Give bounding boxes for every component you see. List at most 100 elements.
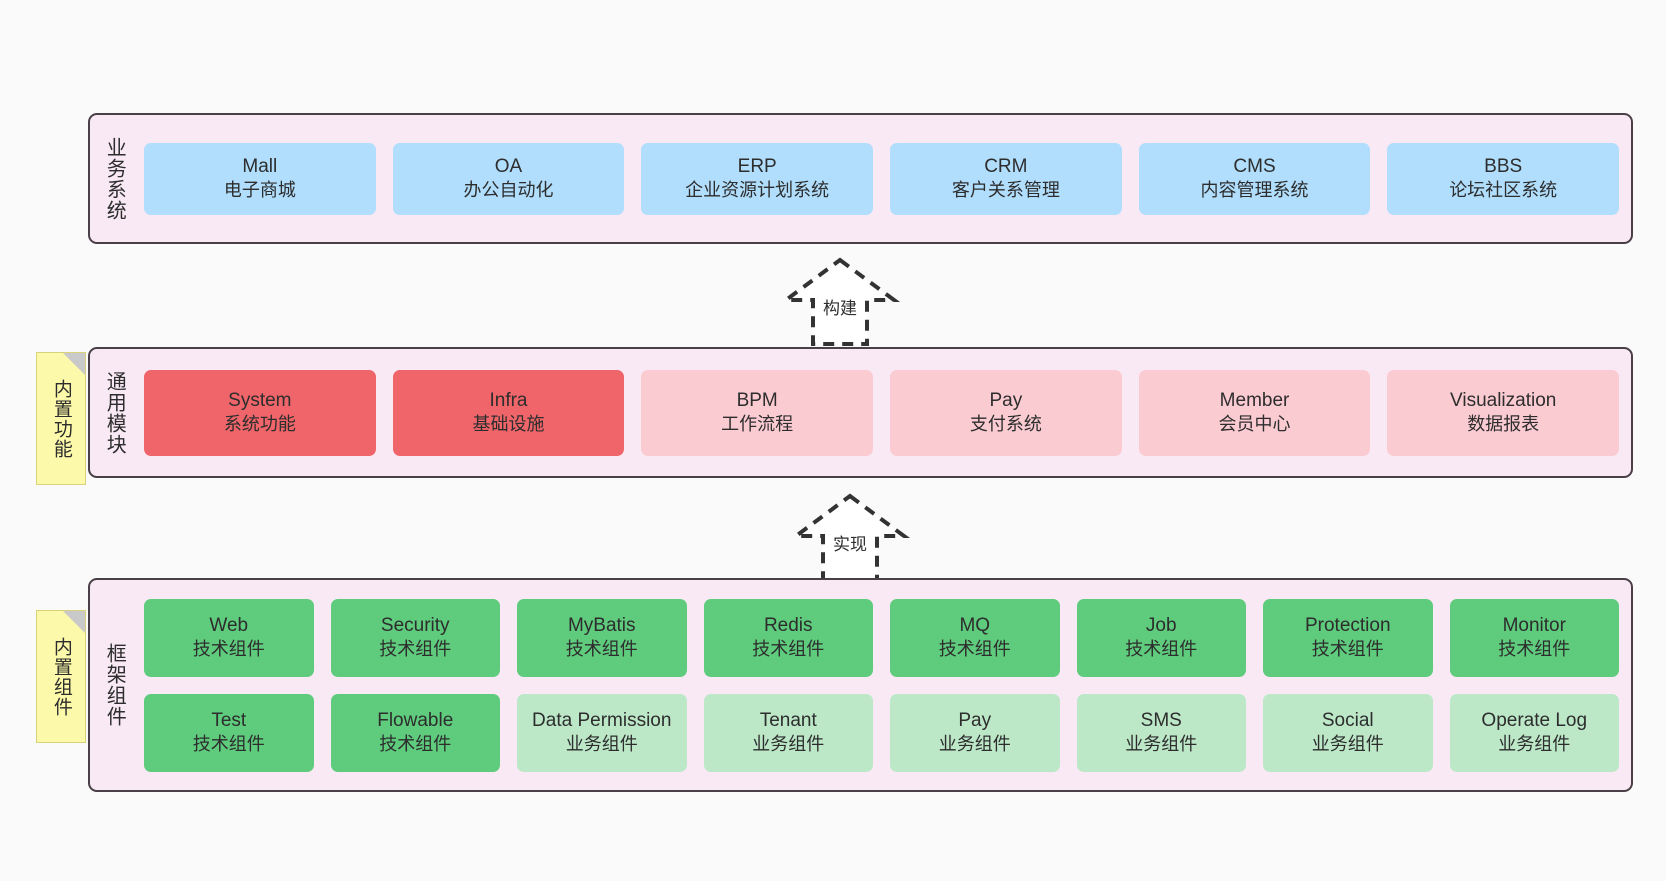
node-title: Flowable: [377, 709, 454, 731]
connector-label-build: 构建: [823, 299, 857, 318]
node-subtitle: 数据报表: [1467, 414, 1540, 435]
note-builtin-function[interactable]: 内置功能: [36, 352, 86, 485]
node-title: ERP: [737, 155, 777, 177]
note-label: 内置功能: [50, 378, 72, 459]
node-mq[interactable]: MQ 技术组件: [890, 598, 1060, 677]
node-subtitle: 基础设施: [472, 414, 545, 435]
node-pay-module[interactable]: Pay 支付系统: [890, 369, 1122, 456]
node-security[interactable]: Security 技术组件: [330, 598, 500, 677]
node-oa[interactable]: OA 办公自动化: [392, 142, 625, 215]
node-title: Member: [1219, 389, 1290, 411]
node-title: CRM: [984, 155, 1028, 177]
node-subtitle: 技术组件: [752, 639, 825, 660]
node-subtitle: 系统功能: [223, 414, 296, 435]
node-system[interactable]: System 系统功能: [144, 369, 376, 456]
layer-common-module[interactable]: 通用模块 System 系统功能 Infra 基础设施 BPM 工作流程 Pay…: [88, 347, 1633, 478]
node-subtitle: 企业资源计划系统: [685, 180, 830, 201]
node-title: BBS: [1484, 155, 1523, 177]
generalization-arrow-icon: [779, 257, 901, 346]
node-subtitle: 业务组件: [1125, 734, 1198, 755]
node-subtitle: 电子商城: [223, 180, 296, 201]
node-row: Mall 电子商城 OA 办公自动化 ERP 企业资源计划系统 CRM 客户关系…: [144, 142, 1620, 215]
node-web[interactable]: Web 技术组件: [144, 598, 314, 677]
node-subtitle: 内容管理系统: [1200, 180, 1309, 201]
node-subtitle: 办公自动化: [463, 180, 554, 201]
layer-framework-component[interactable]: 框架组件 Web 技术组件 Security 技术组件 MyBatis 技术组件…: [88, 578, 1633, 792]
node-erp[interactable]: ERP 企业资源计划系统: [641, 142, 874, 215]
layer-body-framework-component: Web 技术组件 Security 技术组件 MyBatis 技术组件 Redi…: [138, 580, 1631, 790]
node-subtitle: 技术组件: [379, 639, 452, 660]
note-builtin-component[interactable]: 内置组件: [36, 610, 86, 743]
node-title: Tenant: [759, 709, 817, 731]
node-title: System: [228, 389, 292, 411]
node-job[interactable]: Job 技术组件: [1076, 598, 1246, 677]
node-mybatis[interactable]: MyBatis 技术组件: [517, 598, 687, 677]
connector-implement: 实现: [770, 492, 930, 584]
node-title: Operate Log: [1481, 709, 1588, 731]
node-title: Redis: [763, 614, 813, 636]
node-test[interactable]: Test 技术组件: [144, 693, 314, 772]
node-title: Pay: [989, 389, 1023, 411]
node-subtitle: 技术组件: [938, 639, 1011, 660]
layer-title-framework-component: 框架组件: [103, 643, 126, 727]
node-operate-log[interactable]: Operate Log 业务组件: [1449, 693, 1619, 772]
layer-body-business-system: Mall 电子商城 OA 办公自动化 ERP 企业资源计划系统 CRM 客户关系…: [138, 115, 1631, 242]
node-sms[interactable]: SMS 业务组件: [1076, 693, 1246, 772]
node-subtitle: 论坛社区系统: [1449, 180, 1558, 201]
node-subtitle: 工作流程: [721, 414, 794, 435]
node-pay-component[interactable]: Pay 业务组件: [890, 693, 1060, 772]
node-protection[interactable]: Protection 技术组件: [1263, 598, 1433, 677]
node-social[interactable]: Social 业务组件: [1263, 693, 1433, 772]
node-title: Protection: [1304, 614, 1391, 636]
node-row: Web 技术组件 Security 技术组件 MyBatis 技术组件 Redi…: [144, 598, 1619, 677]
node-title: Test: [211, 709, 247, 731]
node-bbs[interactable]: BBS 论坛社区系统: [1387, 142, 1620, 215]
node-title: MyBatis: [567, 614, 636, 636]
node-monitor[interactable]: Monitor 技术组件: [1449, 598, 1619, 677]
node-title: Web: [209, 614, 249, 636]
node-title: MQ: [959, 614, 991, 636]
node-infra[interactable]: Infra 基础设施: [392, 369, 625, 456]
node-cms[interactable]: CMS 内容管理系统: [1138, 142, 1371, 215]
node-subtitle: 技术组件: [1311, 639, 1384, 660]
node-title: Visualization: [1450, 389, 1557, 411]
note-fold-corner-icon: [63, 611, 85, 633]
node-subtitle: 会员中心: [1218, 414, 1291, 435]
node-subtitle: 业务组件: [1498, 734, 1571, 755]
node-subtitle: 业务组件: [752, 734, 825, 755]
node-subtitle: 客户关系管理: [951, 180, 1060, 201]
layer-title-business-system: 业务系统: [103, 136, 126, 221]
node-data-permission[interactable]: Data Permission 业务组件: [517, 693, 687, 772]
node-subtitle: 业务组件: [565, 734, 638, 755]
note-label: 内置组件: [50, 636, 72, 717]
node-title: Data Permission: [532, 709, 672, 731]
connector-build: 构建: [760, 256, 920, 348]
node-title: BPM: [736, 389, 778, 411]
generalization-arrow-icon: [789, 493, 911, 582]
node-flowable[interactable]: Flowable 技术组件: [330, 693, 500, 772]
node-title: Security: [380, 614, 450, 636]
layer-body-common-module: System 系统功能 Infra 基础设施 BPM 工作流程 Pay 支付系统…: [138, 349, 1631, 476]
node-title: Social: [1321, 709, 1374, 731]
node-bpm[interactable]: BPM 工作流程: [641, 369, 874, 456]
node-title: SMS: [1140, 709, 1182, 731]
node-subtitle: 技术组件: [1125, 639, 1198, 660]
node-subtitle: 技术组件: [379, 734, 452, 755]
note-fold-corner-icon: [63, 353, 85, 375]
node-crm[interactable]: CRM 客户关系管理: [890, 142, 1122, 215]
node-title: Monitor: [1502, 614, 1566, 636]
layer-business-system[interactable]: 业务系统 Mall 电子商城 OA 办公自动化 ERP 企业资源计划系统 CRM…: [88, 113, 1633, 244]
node-row: System 系统功能 Infra 基础设施 BPM 工作流程 Pay 支付系统…: [144, 369, 1620, 456]
node-redis[interactable]: Redis 技术组件: [703, 598, 873, 677]
layer-title-common-module: 通用模块: [103, 370, 126, 455]
node-subtitle: 技术组件: [192, 734, 265, 755]
node-mall[interactable]: Mall 电子商城: [144, 142, 376, 215]
node-subtitle: 业务组件: [938, 734, 1011, 755]
node-tenant[interactable]: Tenant 业务组件: [703, 693, 873, 772]
node-title: Mall: [242, 155, 278, 177]
node-visualization[interactable]: Visualization 数据报表: [1387, 369, 1620, 456]
node-member[interactable]: Member 会员中心: [1138, 369, 1371, 456]
node-title: Pay: [958, 709, 992, 731]
node-title: Job: [1145, 614, 1177, 636]
node-title: CMS: [1233, 155, 1276, 177]
